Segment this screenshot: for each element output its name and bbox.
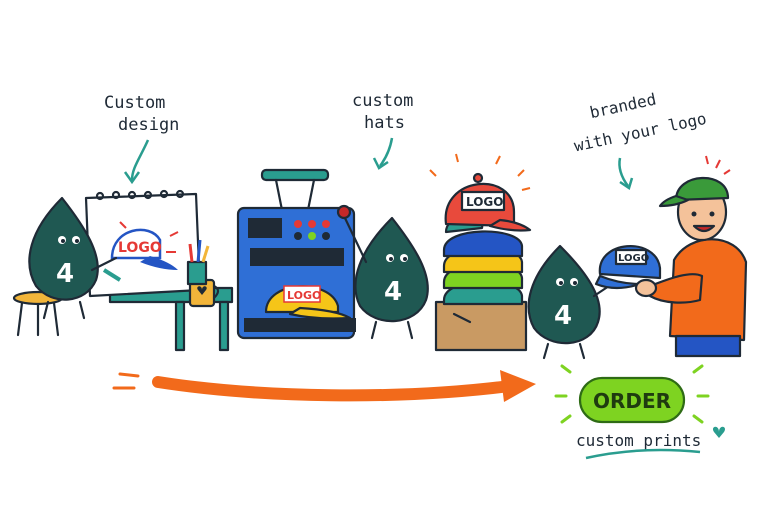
- press-handle: [260, 168, 330, 182]
- pencil: [188, 243, 194, 263]
- motion-lines: [112, 372, 140, 390]
- desk-leg: [174, 300, 186, 352]
- cap-logo-patch: [283, 285, 321, 303]
- mug-handle: [212, 284, 220, 300]
- curved-arrow-icon: [378, 137, 394, 167]
- pencil: [196, 239, 202, 263]
- sparkle-icon: [554, 364, 710, 424]
- sparkle-icon: [429, 153, 531, 191]
- process-arrow: [112, 370, 536, 402]
- customer-hoodie: [668, 238, 748, 342]
- caption-line: custom: [352, 91, 413, 111]
- arrow-head-icon: [619, 177, 634, 190]
- pencil-cup: [186, 260, 208, 286]
- spiral-binding: [95, 189, 185, 201]
- cta-tagline: custom prints: [576, 431, 701, 450]
- customer-smile: [692, 224, 716, 233]
- order-button[interactable]: [578, 376, 686, 424]
- customer-arm: [648, 273, 704, 304]
- cap-blue: [442, 230, 524, 258]
- caption-custom-hats: custom hats: [352, 91, 413, 170]
- curved-arrow-icon: [618, 157, 630, 187]
- stool-leg: [16, 301, 24, 337]
- mascot-number: 4: [384, 277, 402, 307]
- press-buttons: [294, 220, 330, 240]
- caption-line: hats: [364, 113, 405, 133]
- sketch-cap: [110, 228, 162, 260]
- caption-line: Custom: [104, 93, 165, 113]
- order-button-label[interactable]: ORDER: [593, 389, 671, 413]
- arrow-head-icon: [500, 370, 536, 402]
- sparkle-icon: [119, 221, 179, 253]
- design-station: LOGO 4: [12, 189, 234, 352]
- mascot-drop: [354, 216, 429, 323]
- press-knob: [336, 204, 352, 220]
- heart-icon: [197, 286, 207, 295]
- heart-icon: [712, 426, 726, 438]
- customer-jeans: [674, 334, 742, 358]
- mascot-drop: [28, 196, 99, 301]
- press-display: [248, 218, 282, 238]
- curved-arrow-icon: [130, 139, 150, 181]
- caption-branded: branded with your logo: [572, 90, 708, 190]
- sketch-logo-text: LOGO: [118, 240, 162, 256]
- sparkle-icon: [705, 155, 731, 175]
- blue-cap-handoff: LOGO: [594, 245, 662, 290]
- stool-leg: [52, 301, 60, 337]
- cap-stack: LOGO: [429, 153, 532, 352]
- customer-cap: [674, 176, 730, 202]
- customer: [634, 155, 748, 358]
- caption-line: branded: [588, 90, 658, 123]
- logo-patch: [460, 190, 506, 212]
- caption-custom-design: Custom design: [104, 93, 179, 185]
- mascot-arm: [90, 256, 118, 272]
- marker: [102, 268, 122, 282]
- tagline-underline: [585, 448, 701, 460]
- caption-line: design: [118, 115, 179, 135]
- customer-hand: [634, 278, 658, 298]
- arrow-head-icon: [123, 171, 141, 185]
- heat-press: LOGO: [236, 168, 356, 340]
- cardboard-box: [434, 300, 528, 352]
- cap-logo-text: LOGO: [287, 289, 321, 302]
- mascot-drop: [527, 244, 601, 345]
- press-base-plate: [244, 318, 356, 332]
- handoff-logo-text: LOGO: [618, 253, 649, 264]
- mascot-giver: 4: [527, 244, 614, 360]
- mascot-number: 4: [554, 301, 572, 331]
- sketch-cap-brim: [140, 256, 178, 270]
- stack-logo-text: LOGO: [466, 195, 503, 209]
- press-upper-plate: [250, 248, 344, 266]
- order-cta[interactable]: ORDER custom prints: [554, 364, 726, 460]
- mascot-presser: 4: [336, 204, 429, 340]
- arrow-head-icon: [372, 157, 389, 170]
- pencil: [201, 245, 210, 263]
- desk-leg: [218, 300, 230, 352]
- mascot-number: 4: [56, 259, 74, 289]
